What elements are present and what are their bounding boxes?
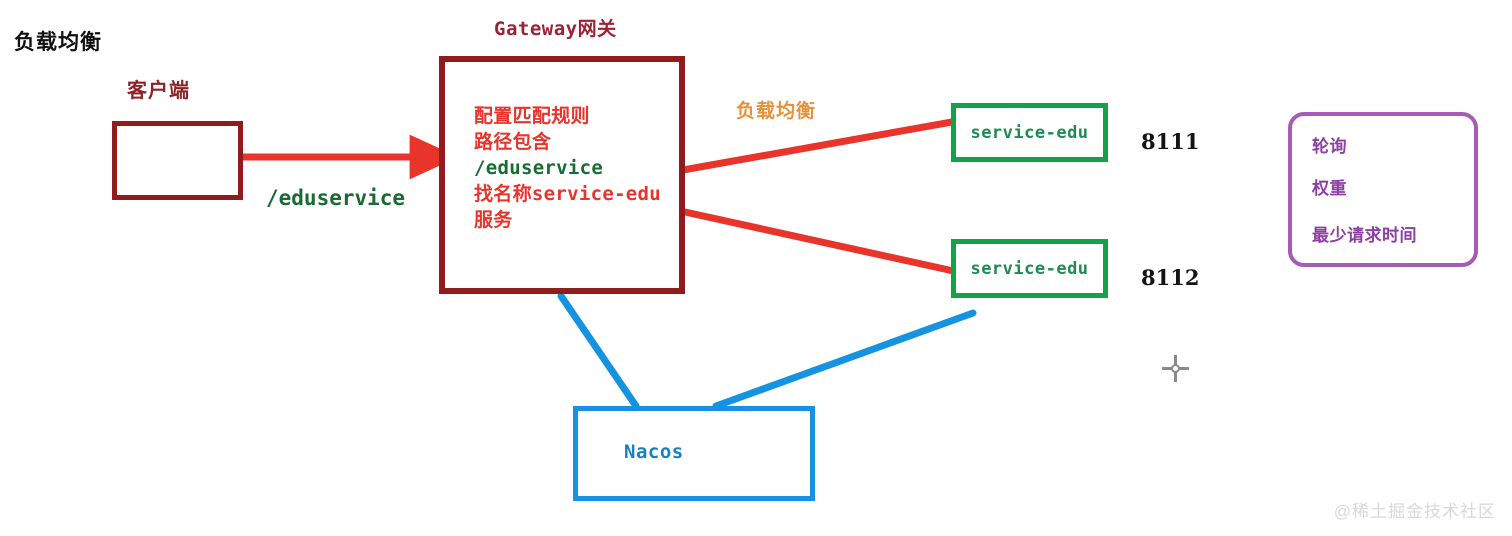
gateway-title: Gateway网关 (494, 18, 617, 40)
gateway-box[interactable] (439, 56, 685, 294)
client-box[interactable] (112, 121, 243, 200)
service-instance-name: service-edu (970, 258, 1089, 279)
gateway-rule-line: /eduservice (474, 157, 604, 179)
crosshair-center-dot (1171, 364, 1180, 373)
service-port-label: 8112 (1141, 265, 1200, 290)
line-gateway-to-service-2 (681, 208, 962, 276)
line-gateway-to-service-1 (679, 118, 956, 174)
gateway-rules-text: 配置匹配规则 路径包含 /eduservice 找名称service-edu 服… (474, 103, 661, 233)
gateway-rule-line: 路径包含 (474, 131, 552, 153)
service-instance-name: service-edu (970, 122, 1089, 143)
page-title: 负载均衡 (14, 31, 102, 54)
gateway-rule-line: 找名称service-edu (474, 183, 662, 205)
client-label: 客户端 (127, 80, 190, 102)
strategy-item: 最少请求时间 (1312, 226, 1417, 245)
service-instance-box[interactable]: service-edu (951, 239, 1108, 298)
nacos-box[interactable]: Nacos (573, 406, 815, 501)
line-gateway-to-nacos (557, 292, 640, 410)
nacos-label: Nacos (624, 441, 684, 463)
service-instance-box[interactable]: service-edu (951, 103, 1108, 162)
gateway-rule-line: 配置匹配规则 (474, 105, 590, 127)
lb-strategies-box[interactable]: 轮询 权重 最少请求时间 (1288, 112, 1478, 267)
load-balance-annotation: 负载均衡 (736, 101, 817, 122)
watermark: @稀土掘金技术社区 (1333, 502, 1496, 521)
service-port-label: 8111 (1141, 129, 1200, 154)
crosshair-cursor-icon (1162, 355, 1189, 382)
strategy-item: 权重 (1312, 179, 1347, 198)
gateway-rule-line: 服务 (474, 209, 513, 231)
request-path-label: /eduservice (266, 186, 406, 210)
line-service-to-nacos (712, 309, 977, 410)
strategy-item: 轮询 (1312, 137, 1347, 156)
